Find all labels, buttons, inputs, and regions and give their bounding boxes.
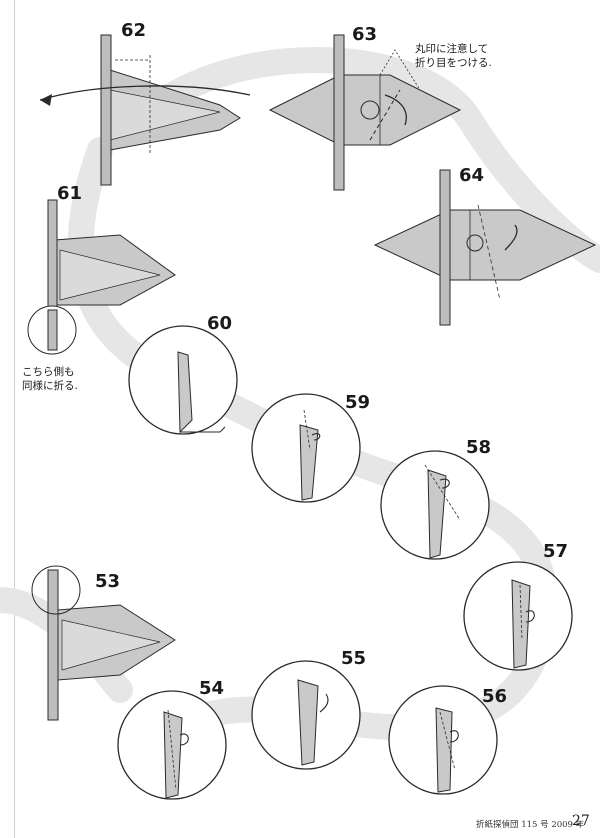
step-53-figure — [31, 565, 176, 721]
step-55-figure — [251, 660, 361, 770]
step-56-figure — [388, 685, 498, 795]
step-number-53: 53 — [95, 571, 121, 592]
step-61-figure — [27, 199, 176, 355]
step-number-57: 57 — [543, 541, 569, 562]
step-number-61: 61 — [57, 183, 83, 204]
step-number-59: 59 — [345, 392, 371, 413]
step-58-figure — [380, 450, 490, 560]
step-number-54: 54 — [199, 678, 225, 699]
step-57-figure — [463, 561, 573, 671]
step-64-figure — [373, 169, 597, 326]
page-edge-rule — [14, 0, 15, 838]
step-59-figure — [251, 393, 361, 503]
step-number-63: 63 — [352, 24, 378, 45]
step-number-60: 60 — [207, 313, 233, 334]
footer-publication: 折紙探偵団 115 号 2009 年 — [476, 820, 585, 830]
step-62-figure — [39, 34, 251, 186]
step-number-58: 58 — [466, 437, 492, 458]
note-other-side: こちら側も 同様に折る. — [22, 366, 78, 392]
step-number-64: 64 — [459, 165, 485, 186]
step-number-62: 62 — [121, 20, 147, 41]
step-54-figure — [117, 690, 227, 800]
note-circle-crease: 丸印に注意して 折り目をつける. — [415, 43, 492, 69]
footer-page-number: 27 — [572, 813, 590, 829]
step-number-56: 56 — [482, 686, 508, 707]
step-number-55: 55 — [341, 648, 367, 669]
step-60-figure — [128, 325, 238, 435]
step-63-figure — [268, 34, 462, 191]
